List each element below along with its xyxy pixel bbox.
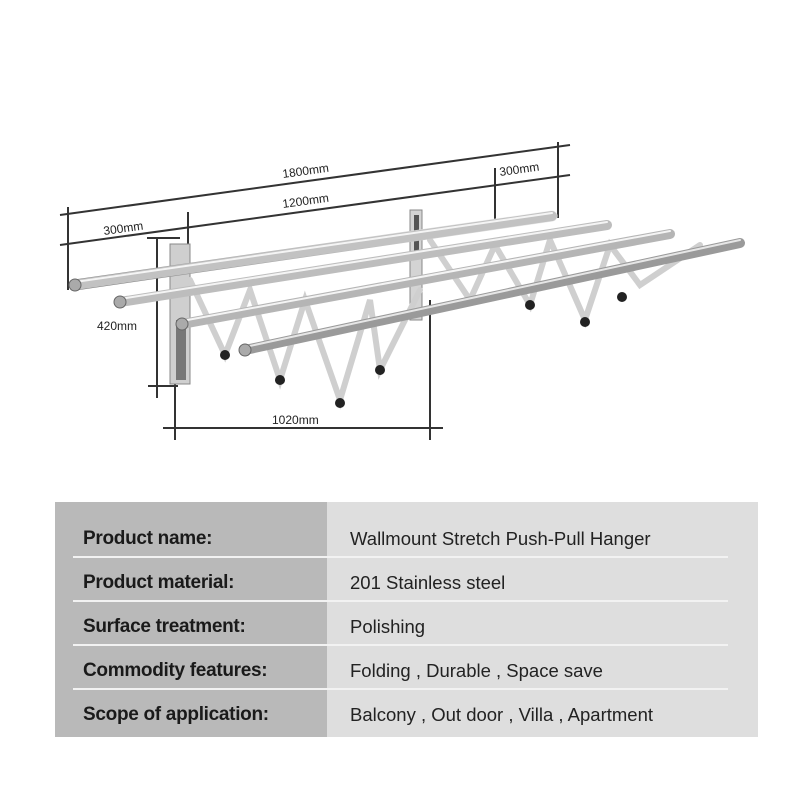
spec-label: Product name:	[83, 528, 213, 549]
spec-row: Surface treatment: Polishing	[55, 602, 758, 646]
spec-value: 201 Stainless steel	[350, 572, 506, 593]
dimension-lines	[59, 142, 571, 440]
spec-label: Commodity features:	[83, 660, 268, 681]
dim-height: 420mm	[97, 319, 137, 333]
dim-base-length: 1200mm	[282, 191, 330, 211]
spec-value: Polishing	[350, 616, 426, 637]
dim-depth: 1020mm	[272, 413, 319, 427]
product-diagram: 1800mm 1200mm 300mm 300mm 420mm 1020mm	[59, 142, 745, 440]
spec-row: Scope of application: Balcony , Out door…	[55, 690, 758, 734]
spec-label: Surface treatment:	[83, 616, 246, 637]
rod-end-caps	[68, 278, 252, 357]
hanger-rods	[69, 210, 745, 355]
spec-label: Scope of application:	[83, 704, 269, 725]
spec-value: Balcony , Out door , Villa , Apartment	[350, 704, 654, 725]
spec-table: Product name: Wallmount Stretch Push-Pul…	[55, 502, 758, 737]
dim-total-length: 1800mm	[282, 161, 330, 181]
spec-row: Commodity features: Folding , Durable , …	[55, 646, 758, 690]
spec-value: Folding , Durable , Space save	[350, 660, 603, 681]
spec-label: Product material:	[83, 572, 235, 593]
spec-row: Product material: 201 Stainless steel	[55, 558, 758, 602]
dim-right-extension: 300mm	[499, 160, 541, 179]
frame-joints	[220, 292, 627, 408]
spec-value: Wallmount Stretch Push-Pull Hanger	[350, 528, 651, 549]
dim-left-extension: 300mm	[103, 219, 145, 238]
spec-row: Product name: Wallmount Stretch Push-Pul…	[55, 514, 758, 558]
